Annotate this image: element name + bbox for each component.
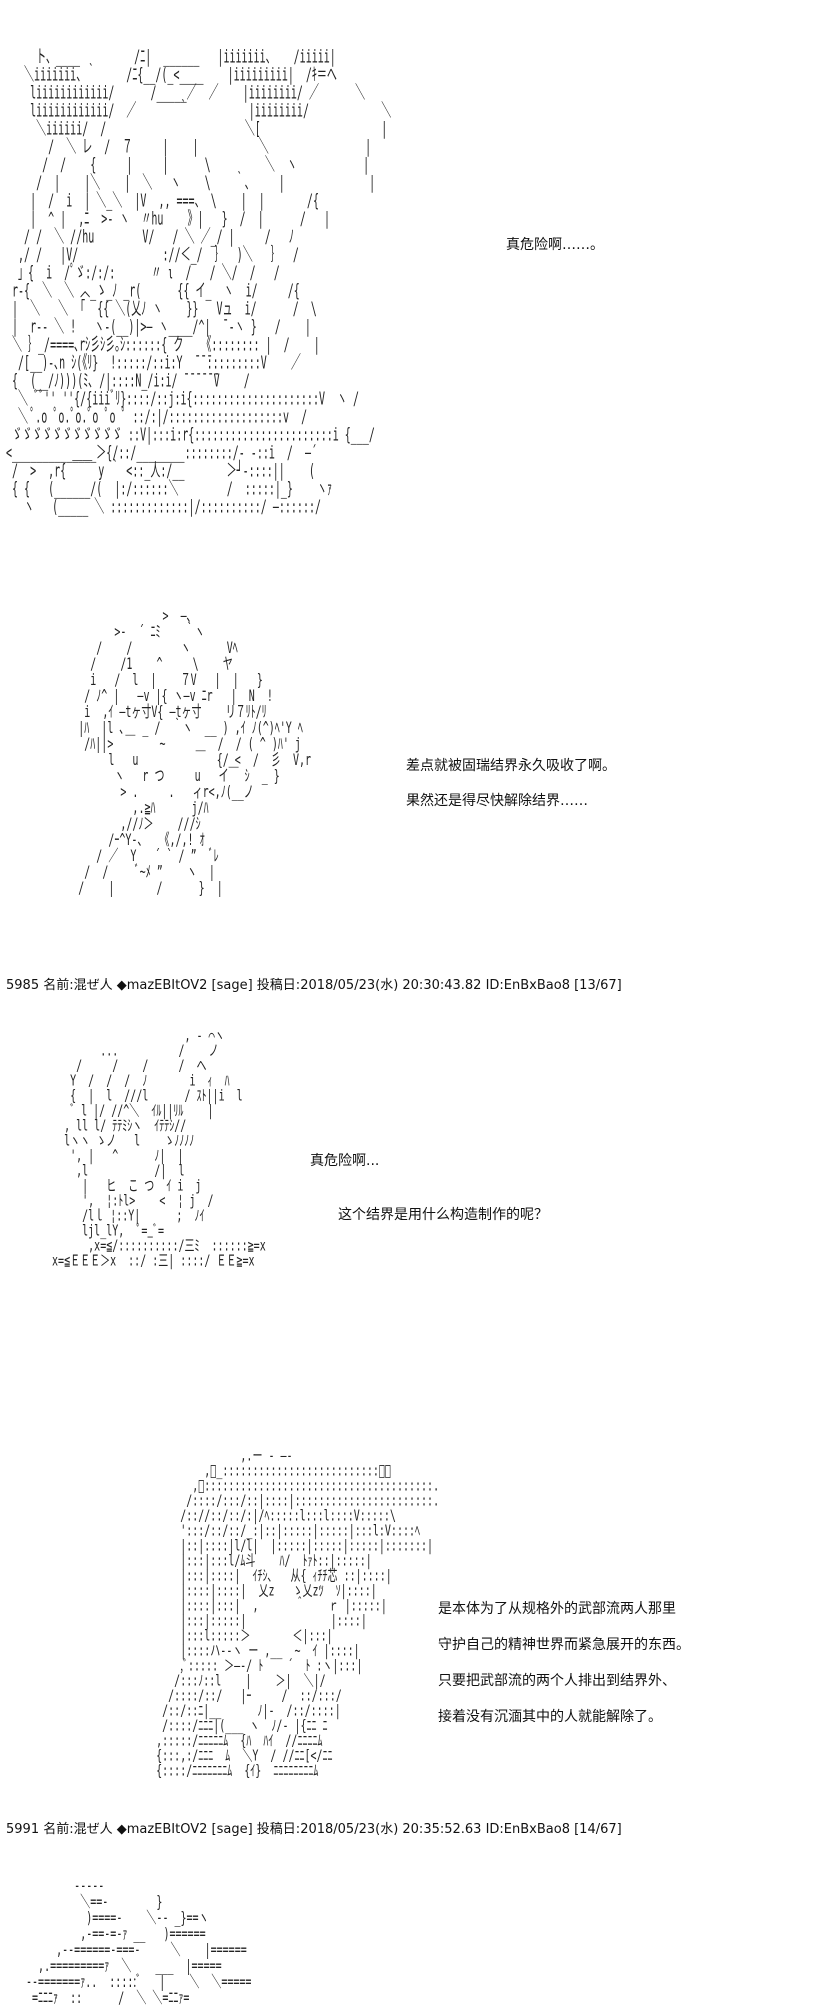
post-header-5991: 5991 名前:混ぜ人 ◆mazEBItOV2 [sage] 投稿日:2018/… (6, 1822, 622, 1837)
ascii-art-scene-2: > ―､ >- ´ ﾆﾐ ｀ヽ / / ヽ Vﾍ / /1 ^ \ ヤ i / … (78, 608, 312, 898)
ascii-art-scene-4: ,.ー - ―- ,ﾞ_::::::::::::::::::::::::::＞、… (156, 1448, 440, 1780)
dialogue-scene1-line-1: 真危险啊……。 (506, 237, 604, 253)
dialogue-scene2-line-2: 果然还是得尽快解除结界…… (406, 793, 588, 809)
dialogue-scene3-line-1: 真危险啊... (310, 1153, 380, 1169)
dialogue-scene4-line-2: 守护自己的精神世界而紧急展开的东西。 (438, 1637, 690, 1653)
dialogue-scene2-line-1: 差点就被固瑞结界永久吸收了啊。 (406, 758, 616, 774)
dialogue-scene4-line-1: 是本体为了从规格外的武部流两人那里 (438, 1601, 676, 1617)
ascii-art-scene-3: , - ⌒ヽ ... / ノ / / / / ヘ Y / / / ﾉ i ｨ ﾊ… (52, 1028, 266, 1270)
dialogue-scene4-line-3: 只要把武部流的两个人排出到结界外、 (438, 1673, 676, 1689)
ascii-art-scene-5: ----- ＼==- } )====- ＼-- _}==ヽ ,-==-=-ｧ _… (26, 1878, 252, 2008)
dialogue-scene3-line-2: 这个结界是用什么构造制作的呢？ (338, 1207, 548, 1223)
post-header-5985: 5985 名前:混ぜ人 ◆mazEBItOV2 [sage] 投稿日:2018/… (6, 978, 622, 993)
dialogue-scene4-line-4: 接着没有沉湎其中的人就能解除了。 (438, 1709, 662, 1725)
ascii-art-scene-1: ト、____ /ﾆ| ______ |iiiiiii、 /iiiii| ＼iii… (6, 48, 392, 518)
